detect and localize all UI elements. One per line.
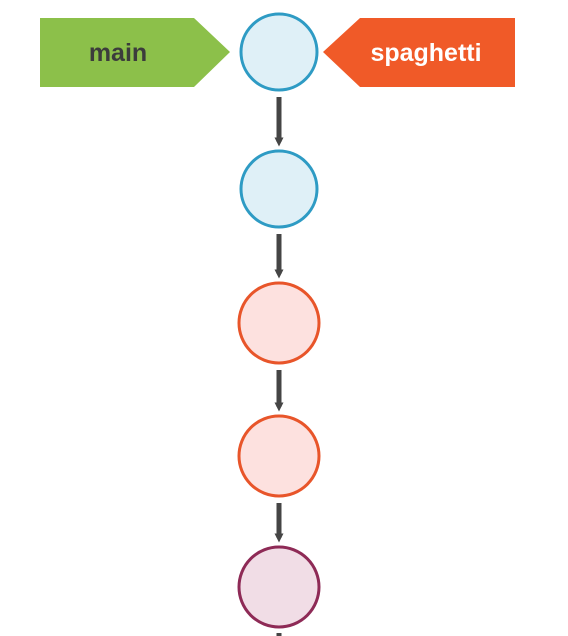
branch-tag-main-shape: [40, 18, 230, 87]
commit-nodes: [237, 12, 321, 629]
commit-node-1[interactable]: [239, 12, 319, 92]
branch-tag-spaghetti-shape: [323, 18, 515, 87]
branch-tag-main[interactable]: main: [40, 18, 230, 87]
commit-node-3[interactable]: [237, 281, 321, 365]
commit-node-2[interactable]: [239, 149, 319, 229]
branch-tag-spaghetti-label: spaghetti: [370, 39, 481, 67]
branch-tag-spaghetti[interactable]: spaghetti: [323, 18, 515, 87]
branch-tag-main-label: main: [89, 39, 147, 67]
commit-node-5[interactable]: [237, 545, 321, 629]
commit-node-4[interactable]: [237, 414, 321, 498]
